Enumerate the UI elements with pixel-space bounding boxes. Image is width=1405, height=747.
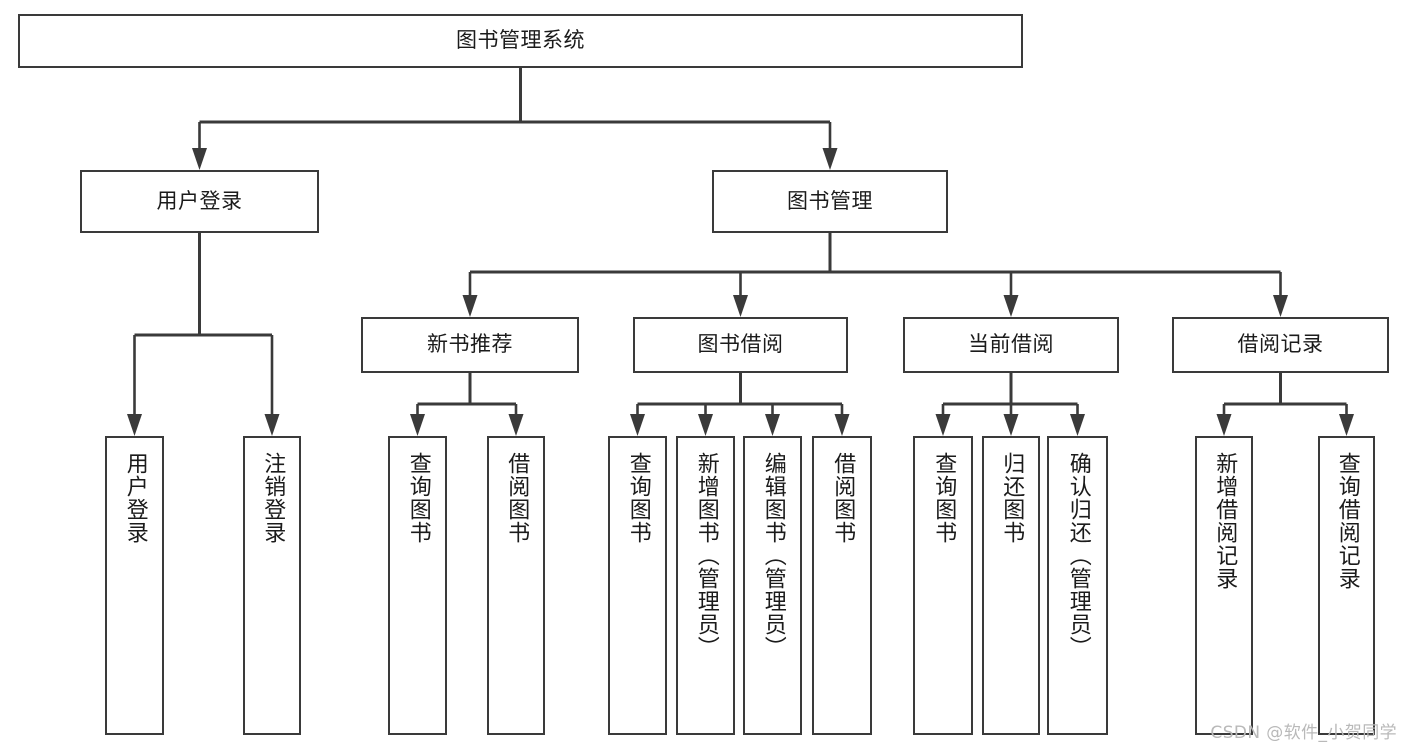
node-label: 用户登录 [156,188,243,213]
node-label: 用户登录 [122,452,148,544]
node-label: 图书管理系统 [456,28,585,53]
node-label: 查询借阅记录 [1334,452,1360,590]
node-login[interactable]: 用户登录 [80,170,319,233]
node-c-query[interactable]: 查询图书 [913,436,973,735]
node-b-query[interactable]: 查询图书 [608,436,667,735]
arrowhead-icon [410,414,425,436]
arrowhead-icon [630,414,645,436]
node-label: 注销登录 [260,452,286,544]
arrowhead-icon [127,414,142,436]
node-label: 图书管理 [787,188,873,213]
arrowhead-icon [462,295,478,317]
arrowhead-icon [192,148,207,170]
node-current[interactable]: 当前借阅 [903,317,1119,373]
arrowhead-icon [1003,295,1019,317]
arrowhead-icon [765,414,780,436]
node-label: 借阅图书 [504,452,530,544]
node-n-query[interactable]: 查询图书 [388,436,447,735]
node-l-logout[interactable]: 注销登录 [243,436,301,735]
arrowhead-icon [264,414,280,436]
arrowhead-icon [1070,414,1085,436]
node-borrow[interactable]: 图书借阅 [633,317,848,373]
node-label: 借阅图书 [830,452,856,544]
node-label: 当前借阅 [968,332,1054,357]
node-newbook[interactable]: 新书推荐 [361,317,579,373]
node-label: 新书推荐 [427,332,513,357]
arrowhead-icon [834,414,850,436]
node-label: 归还图书 [999,452,1025,544]
arrowhead-icon [935,414,951,436]
node-r-query[interactable]: 查询借阅记录 [1318,436,1375,735]
node-b-lend[interactable]: 借阅图书 [812,436,872,735]
node-r-add[interactable]: 新增借阅记录 [1195,436,1253,735]
node-label: 查询图书 [625,452,651,544]
arrowhead-icon [822,148,838,170]
node-label: 图书借阅 [697,332,784,357]
node-b-edit[interactable]: 编辑图书（管理员） [743,436,802,735]
node-label: 新增图书（管理员） [693,452,719,659]
node-label: 查询图书 [405,452,431,544]
arrowhead-icon [733,295,748,317]
node-records[interactable]: 借阅记录 [1172,317,1389,373]
arrowhead-icon [1339,414,1354,436]
node-c-return[interactable]: 归还图书 [982,436,1040,735]
node-c-confirm[interactable]: 确认归还（管理员） [1047,436,1108,735]
node-l-login[interactable]: 用户登录 [105,436,164,735]
arrowhead-icon [1003,414,1019,436]
node-label: 确认归还（管理员） [1065,452,1091,659]
node-label: 新增借阅记录 [1212,452,1238,590]
node-b-add[interactable]: 新增图书（管理员） [676,436,735,735]
watermark-label: CSDN @软件_小贺同学 [1210,723,1397,743]
node-label: 查询图书 [931,452,957,544]
arrowhead-icon [508,414,524,436]
arrowhead-icon [1273,295,1288,317]
node-bookmgmt[interactable]: 图书管理 [712,170,948,233]
node-label: 编辑图书（管理员） [760,452,786,659]
node-label: 借阅记录 [1237,332,1324,357]
arrowhead-icon [1216,414,1232,436]
node-n-borrow[interactable]: 借阅图书 [487,436,545,735]
node-root[interactable]: 图书管理系统 [18,14,1023,68]
arrowhead-icon [698,414,713,436]
